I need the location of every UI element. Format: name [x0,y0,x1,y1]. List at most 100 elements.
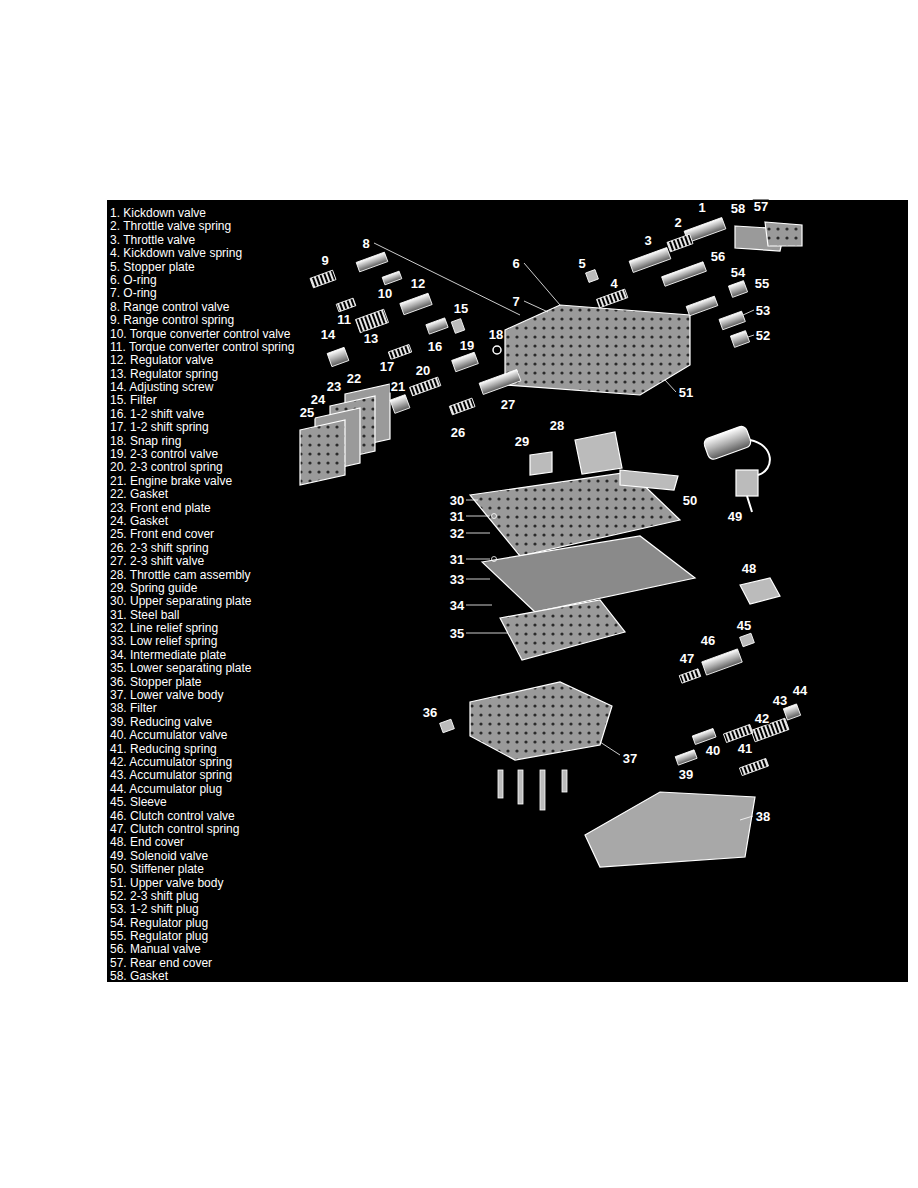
legend-entry: 4. Kickdown valve spring [110,247,242,259]
callout-number: 31 [449,553,465,566]
legend-entry: 41. Reducing spring [110,743,217,755]
callout-number: 57 [753,200,769,213]
callout-number: 32 [449,527,465,540]
callout-number: 43 [772,694,788,707]
legend-entry: 6. O-ring [110,274,157,286]
callout-number: 11 [336,313,352,326]
callout-number: 48 [741,562,757,575]
callout-number: 29 [514,435,530,448]
callout-number: 10 [377,287,393,300]
callout-number: 58 [730,202,746,215]
legend-entry: 30. Upper separating plate [110,595,251,607]
leader-line [374,243,754,820]
callout-number: 42 [754,712,770,725]
callout-number: 34 [449,599,465,612]
bolt [498,770,503,798]
valve [692,728,716,744]
callout-number: 53 [755,304,771,317]
legend-entry: 28. Throttle cam assembly [110,569,251,581]
solenoid-connector [736,470,758,496]
legend-entry: 37. Lower valve body [110,689,223,701]
callout-number: 21 [390,380,406,393]
legend-entry: 50. Stiffener plate [110,863,204,875]
legend-entry: 15. Filter [110,394,157,406]
callout-number: 35 [449,627,465,640]
legend-entry: 7. O-ring [110,287,157,299]
callout-number: 33 [449,573,465,586]
callout-number: 56 [710,250,726,263]
legend-entry: 29. Spring guide [110,582,197,594]
valve [675,750,697,765]
legend-entry: 42. Accumulator spring [110,756,232,768]
solenoid-body [703,425,753,461]
valve [702,649,742,675]
legend-entry: 23. Front end plate [110,502,211,514]
callout-number: 9 [320,254,329,267]
end-cover [300,420,345,485]
legend-entry: 2. Throttle valve spring [110,220,231,232]
spring-guide [530,452,552,475]
lower-separating-plate [500,600,625,660]
spring [723,724,752,742]
bolt [562,770,567,792]
solenoid-wire [747,440,770,512]
callout-number: 41 [737,742,753,755]
upper-valve-body [505,305,690,395]
legend-entry: 3. Throttle valve [110,234,195,246]
legend-entry: 39. Reducing valve [110,716,212,728]
callout-number: 44 [792,684,808,697]
callout-number: 15 [453,302,469,315]
legend-entry: 56. Manual valve [110,943,201,955]
legend-entry: 18. Snap ring [110,435,181,447]
legend-entry: 11. Torque converter control spring [110,341,294,353]
legend-entry: 24. Gasket [110,515,168,527]
legend-entry: 43. Accumulator spring [110,769,232,781]
legend-entry: 16. 1-2 shift valve [110,408,204,420]
callout-number: 6 [511,257,520,270]
filter-screen [451,319,465,334]
legend-entry: 40. Accumulator valve [110,729,227,741]
spring [336,298,356,312]
callout-number: 13 [363,332,379,345]
callout-number: 20 [415,364,431,377]
callout-number: 39 [678,768,694,781]
spring [356,309,389,332]
legend-entry: 25. Front end cover [110,528,214,540]
legend-entry: 57. Rear end cover [110,957,212,969]
legend-entry: 8. Range control valve [110,301,229,313]
adjusting-screw [327,347,349,366]
callout-number: 7 [511,295,520,308]
legend-entry: 51. Upper valve body [110,877,223,889]
callout-number: 49 [727,510,743,523]
callout-number: 51 [678,386,694,399]
legend-entry: 55. Regulator plug [110,930,208,942]
legend-entry: 45. Sleeve [110,796,167,808]
legend-entry: 48. End cover [110,836,184,848]
spring [667,234,693,252]
callout-number: 23 [326,380,342,393]
valve [426,318,448,334]
spring [410,377,441,396]
legend-entry: 31. Steel ball [110,609,179,621]
callout-number: 26 [450,426,466,439]
callout-number: 25 [299,406,315,419]
legend-entry: 20. 2-3 control spring [110,461,223,473]
legend-entry: 46. Clutch control valve [110,810,235,822]
lower-valve-body [470,682,612,760]
stopper-plate [586,270,599,283]
valve [356,252,388,272]
legend-entry: 33. Low relief spring [110,635,217,647]
end-cover [765,222,802,246]
legend-entry: 47. Clutch control spring [110,823,239,835]
callout-number: 3 [643,234,652,247]
callout-number: 27 [500,398,516,411]
legend-entry: 53. 1-2 shift plug [110,903,199,915]
callout-number: 45 [736,619,752,632]
valve [400,293,432,315]
bolt [540,770,545,810]
spring [449,398,475,415]
legend-entry: 9. Range control spring [110,314,234,326]
callout-number: 17 [379,360,395,373]
